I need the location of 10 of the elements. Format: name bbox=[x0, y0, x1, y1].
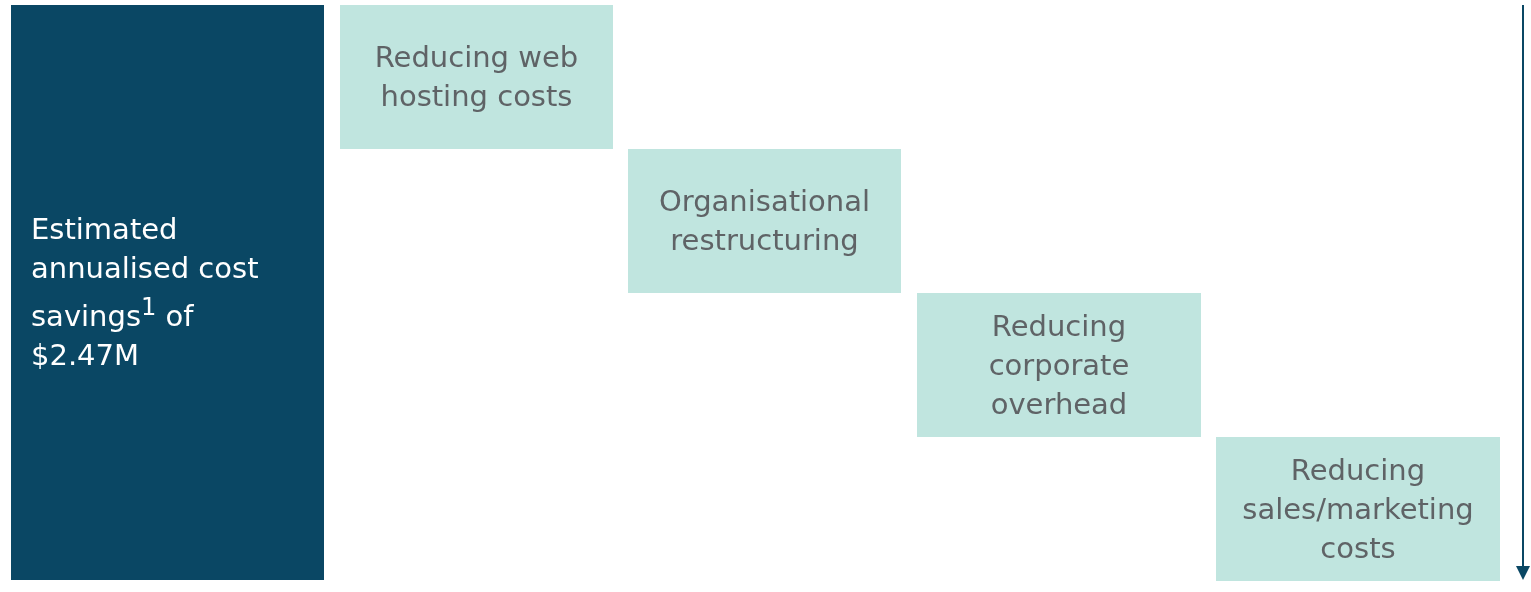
step-label: Reducing sales/marketing costs bbox=[1241, 451, 1475, 567]
summary-panel bbox=[11, 5, 324, 580]
step-box bbox=[340, 5, 613, 149]
step-label: Reducing web hosting costs bbox=[373, 39, 580, 115]
step-label: Reducing corporate overhead bbox=[987, 307, 1131, 423]
summary-text: Estimated annualised cost savings$^{1}$ of $2.47M bbox=[31, 211, 260, 374]
step-box bbox=[628, 149, 901, 293]
step-box bbox=[917, 293, 1201, 437]
step-box bbox=[1216, 437, 1500, 581]
step-label: Organisational restructuring bbox=[657, 183, 872, 259]
